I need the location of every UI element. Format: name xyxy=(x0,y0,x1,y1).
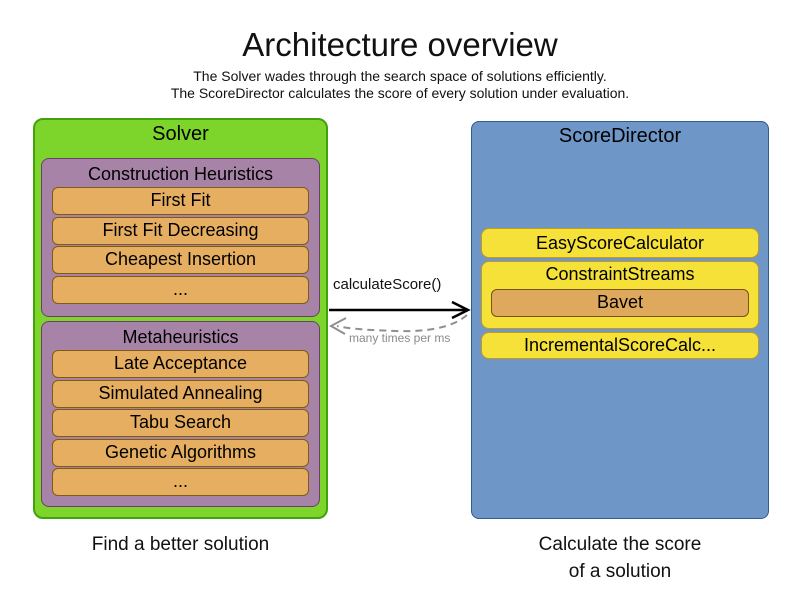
solver-caption: Find a better solution xyxy=(91,534,270,555)
score-calculator-item: IncrementalScoreCalc... xyxy=(481,332,759,359)
heuristic-item: First Fit Decreasing xyxy=(52,216,309,245)
solver-box: Solver Construction Heuristics First Fit… xyxy=(33,118,328,519)
score-calculator-list: EasyScoreCalculator ConstraintStreams Ba… xyxy=(481,228,759,362)
score-director-box: ScoreDirector EasyScoreCalculator Constr… xyxy=(471,121,769,519)
metaheuristics-title: Metaheuristics xyxy=(122,327,239,347)
metaheuristic-item: ... xyxy=(52,468,309,496)
score-calculator-item: EasyScoreCalculator xyxy=(481,228,759,258)
bavet-item: Bavet xyxy=(491,289,749,317)
heuristic-item: ... xyxy=(52,275,309,304)
score-director-title: ScoreDirector xyxy=(558,125,682,147)
heuristic-item: First Fit xyxy=(52,187,309,215)
page-title: Architecture overview xyxy=(242,26,558,63)
score-director-caption: Calculate the score of a solution xyxy=(471,531,769,585)
heuristic-item: Cheapest Insertion xyxy=(52,246,309,274)
constraint-streams-label: ConstraintStreams xyxy=(545,264,695,284)
construction-heuristics-title: Construction Heuristics xyxy=(87,164,274,184)
metaheuristic-item: Simulated Annealing xyxy=(52,379,309,408)
metaheuristic-item: Late Acceptance xyxy=(52,350,309,378)
score-director-caption-line-1: Calculate the score xyxy=(538,534,702,555)
metaheuristic-item: Genetic Algorithms xyxy=(52,438,309,467)
construction-heuristics-group: Construction Heuristics First Fit First … xyxy=(41,158,320,317)
subtitle-line-1: The Solver wades through the search spac… xyxy=(193,68,607,84)
calculate-score-arrow xyxy=(329,300,471,320)
metaheuristics-group: Metaheuristics Late Acceptance Simulated… xyxy=(41,321,320,507)
constraint-streams-item: ConstraintStreams Bavet xyxy=(481,261,759,329)
metaheuristic-item: Tabu Search xyxy=(52,409,309,437)
score-director-caption-line-2: of a solution xyxy=(568,561,672,582)
calculate-score-label: calculateScore() xyxy=(333,276,442,293)
subtitle-line-2: The ScoreDirector calculates the score o… xyxy=(170,85,630,101)
solver-title: Solver xyxy=(152,123,209,145)
frequency-label: many times per ms xyxy=(349,331,451,345)
